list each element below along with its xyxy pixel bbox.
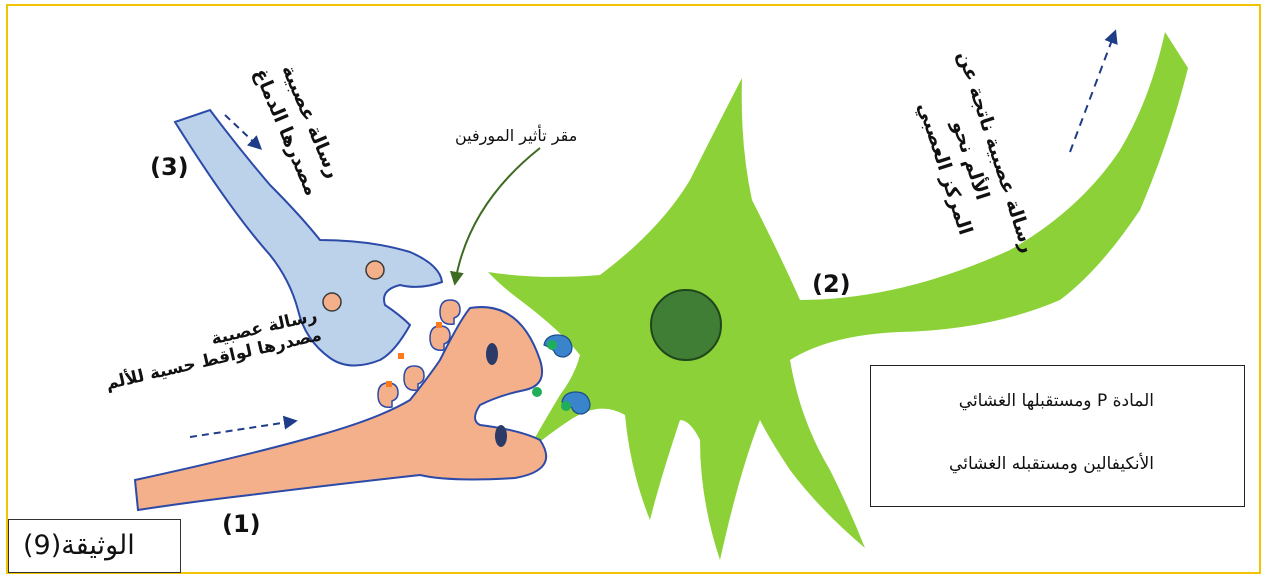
legend: المادة P ومستقبلها الغشائي الأنكيفالين و… xyxy=(870,365,1245,507)
morphine-site-label: مقر تأثير المورفين xyxy=(455,126,577,145)
neuron-2-number: (2) xyxy=(812,270,851,298)
enkephalin-molecule-1 xyxy=(386,381,392,387)
enkephalin-molecule-2 xyxy=(398,353,404,359)
neuron-2-nucleus xyxy=(651,290,721,360)
substance-p-molecule-2 xyxy=(532,387,542,397)
legend-substance-p-label: المادة P ومستقبلها الغشائي xyxy=(959,391,1154,411)
arrow-center-message xyxy=(1070,32,1115,152)
neuron-3-vesicle-top xyxy=(366,261,384,279)
neuron-1-vesicle-top xyxy=(486,343,498,365)
substance-p-molecule-3 xyxy=(561,401,571,411)
arrow-sensory-message xyxy=(190,421,295,437)
document-label: الوثيقة(9) xyxy=(23,530,135,561)
document-label-box: الوثيقة(9) xyxy=(8,519,181,573)
neuron-3-vesicle-bottom xyxy=(323,293,341,311)
morphine-pointer-arrow xyxy=(455,148,540,283)
enkephalin-receptor-4 xyxy=(440,300,460,324)
enkephalin-molecule-3 xyxy=(436,322,442,328)
neuron-1-number: (1) xyxy=(222,510,261,538)
substance-p-molecule-1 xyxy=(547,340,557,350)
neuron-1-vesicle-bottom xyxy=(495,425,507,447)
neuron-3-number: (3) xyxy=(150,153,189,181)
legend-enkephalin-label: الأنكيفالين ومستقبله الغشائي xyxy=(949,454,1154,474)
